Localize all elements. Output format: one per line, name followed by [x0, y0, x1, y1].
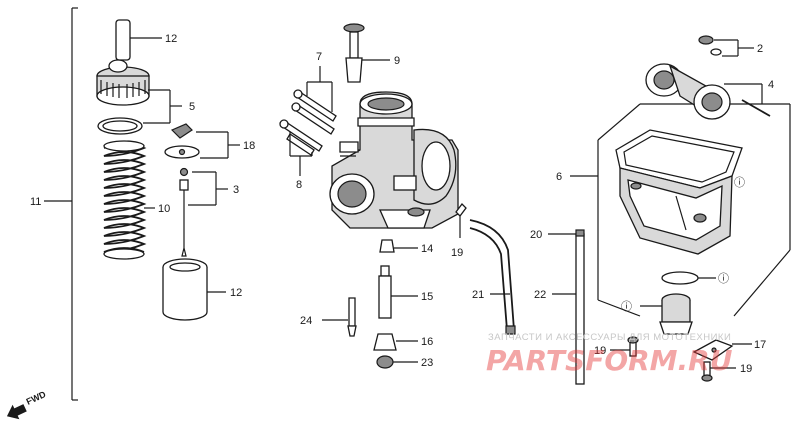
callout-22: 21 [472, 289, 484, 301]
callout-3: 3 [233, 184, 239, 196]
callout-8: 8 [296, 179, 302, 191]
mark-float-bowl: ⓘ [734, 176, 745, 189]
watermark-tagline: ЗАПЧАСТИ И АКСЕССУАРЫ ДЛЯ МОТОТЕХНИКИ [488, 332, 731, 343]
part-2-clip [698, 35, 754, 57]
part-13-cable-tube [115, 19, 162, 61]
callout-9: 9 [394, 55, 400, 67]
part-20-clip [455, 203, 467, 238]
callout-16: 16 [421, 336, 433, 348]
float-bowl [615, 129, 743, 255]
callout-5: 5 [189, 101, 195, 113]
part-15-holder [378, 265, 418, 319]
part-21-clip [548, 229, 585, 237]
part-7-screws [291, 66, 337, 135]
mark-jet-holder: ⓘ [621, 300, 632, 313]
callout-21: 20 [530, 229, 542, 241]
mark-o-ring: ⓘ [718, 272, 729, 285]
part-18-clip-plate [164, 123, 240, 159]
callout-2: 2 [757, 43, 763, 55]
callout-13: 12 [165, 33, 177, 45]
part-17-plate [692, 339, 752, 361]
callout-10: 10 [158, 203, 170, 215]
part-19-screw-right [701, 361, 736, 382]
part-25-pilot-screw [322, 297, 357, 337]
callout-18: 18 [243, 140, 255, 152]
callout-25: 24 [300, 315, 312, 327]
part-9-plunger [343, 23, 390, 83]
fwd-arrow-icon [6, 404, 27, 420]
part-12-throttle-slide [162, 258, 226, 321]
callout-23: 22 [534, 289, 546, 301]
part-o-ring [661, 271, 716, 285]
part-14-needle-jet [379, 239, 418, 253]
fwd-label: FWD [25, 389, 48, 407]
part-19-screw-left [610, 336, 639, 357]
part-24-washer [376, 355, 418, 369]
callout-24: 23 [421, 357, 433, 369]
carburetor-body [329, 91, 459, 229]
callout-11: 11 [30, 196, 41, 208]
part-drain-plug [640, 293, 693, 335]
part-10-spring [103, 140, 155, 260]
callout-12: 12 [230, 287, 242, 299]
part-8-screws [279, 119, 323, 176]
callout-14: 14 [421, 243, 433, 255]
part-5-top-cap [96, 59, 182, 135]
callout-20: 19 [451, 247, 463, 259]
bracket-11 [44, 7, 78, 401]
part-16-main-jet [373, 333, 418, 351]
callout-19-left: 19 [594, 345, 606, 357]
callout-15: 15 [421, 291, 433, 303]
part-4-float [645, 63, 771, 120]
watermark-brand: PARTSFORM.RU [486, 344, 733, 377]
part-3-jet-needle [179, 167, 228, 257]
callout-4: 4 [768, 79, 774, 91]
callout-17: 17 [754, 339, 766, 351]
callout-7: 7 [316, 51, 322, 63]
part-22-tube [469, 219, 516, 335]
callout-19-right: 19 [740, 363, 752, 375]
callout-6: 6 [556, 171, 562, 183]
